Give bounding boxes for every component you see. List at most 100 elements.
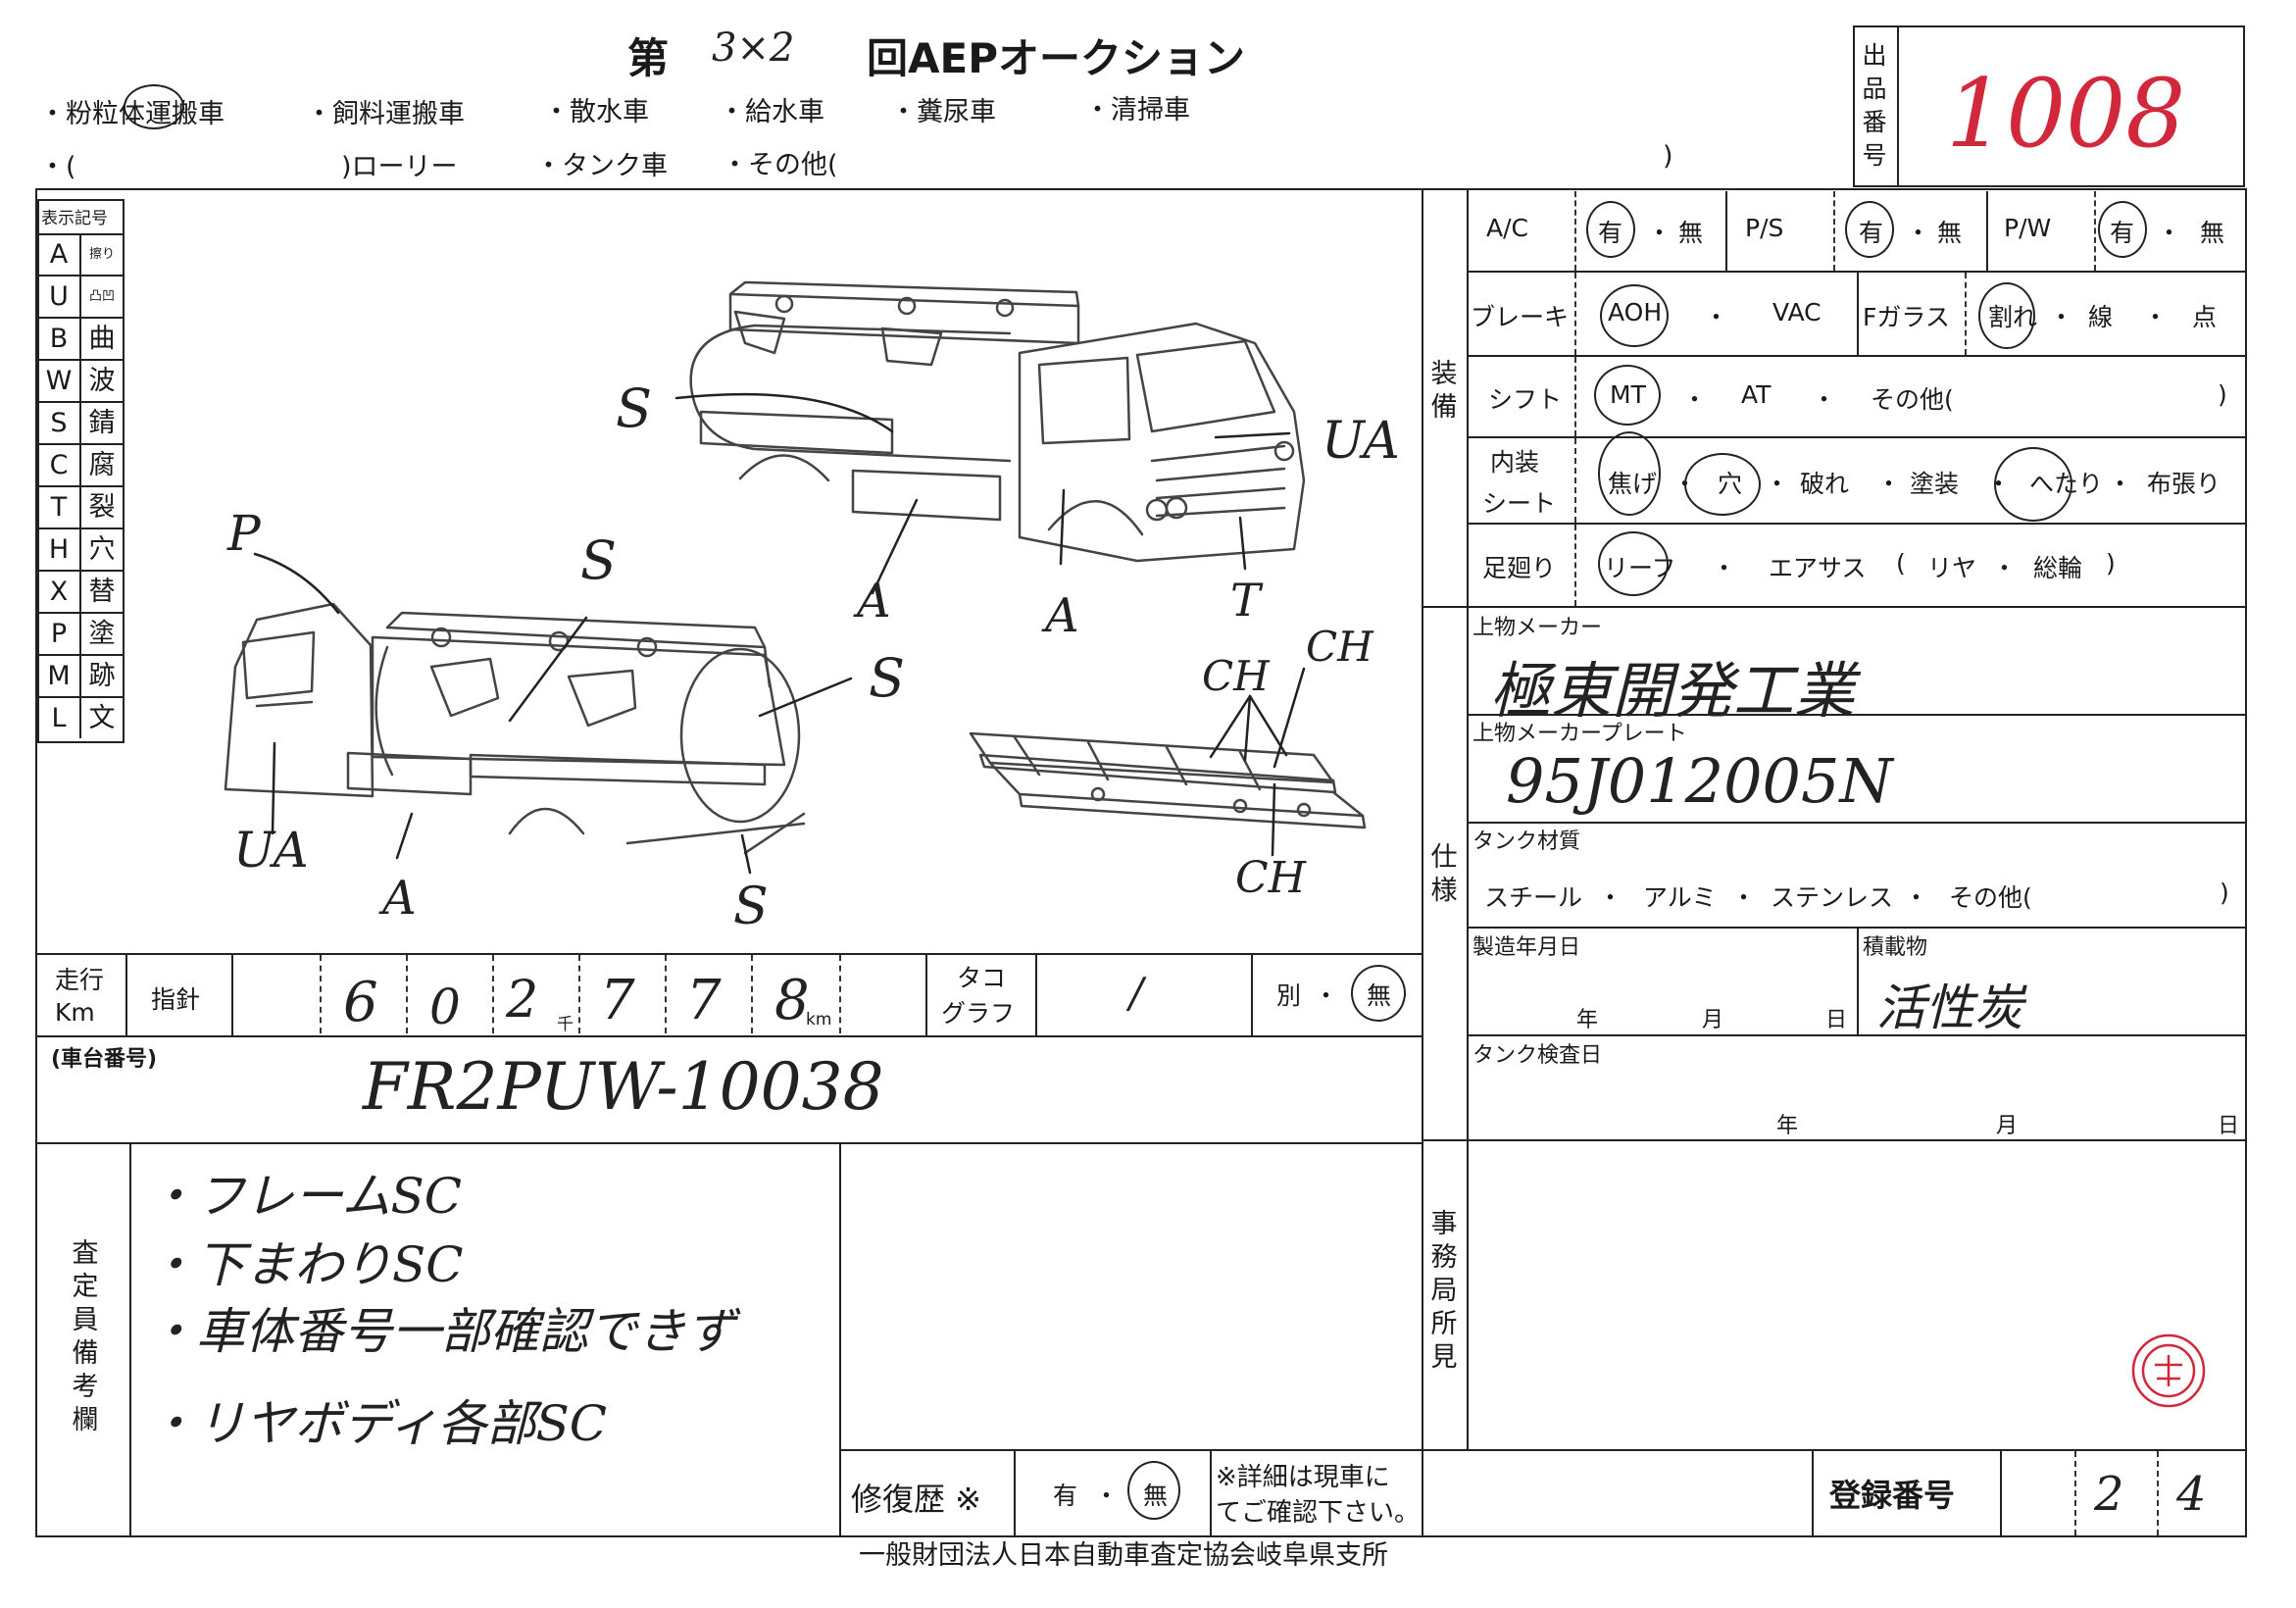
repair-dot: ・	[1094, 1482, 1120, 1510]
interior-cloth[interactable]: 布張り	[2147, 470, 2221, 498]
plate-row-bottom	[1467, 822, 2247, 824]
tank-material-other[interactable]: その他(	[1949, 883, 2032, 912]
pw-no[interactable]: 無	[2200, 219, 2225, 247]
tacho-label-2: グラフ	[941, 999, 1016, 1028]
plate-value: 95J012005N	[1506, 745, 1893, 817]
inspector-section-label: 査定員備考欄	[72, 1238, 99, 1435]
ps-pw-divider	[1986, 191, 1988, 271]
lower-truck-drawing	[224, 602, 806, 855]
legend-code: A	[38, 234, 81, 275]
fglass-crack-circle	[1978, 282, 2035, 349]
legend-code: L	[38, 698, 81, 738]
mark-frame-ch1: CH	[1202, 652, 1270, 700]
interior-hole-circle	[1684, 453, 1761, 516]
interior-tear[interactable]: 破れ	[1800, 470, 1850, 498]
interior-burn-circle	[1598, 431, 1661, 516]
interior-dot2: ・	[1765, 470, 1790, 498]
odometer-digit-5: 7	[686, 969, 722, 1032]
mark-lower-p: P	[227, 505, 261, 562]
legend-label: 塗	[88, 619, 116, 649]
repair-row-top	[839, 1449, 1422, 1451]
fglass-divider	[1965, 273, 1967, 355]
odometer-digit-3: 2	[506, 971, 539, 1030]
pw-yes-circle	[2098, 201, 2147, 258]
auction-title: 回AEPオークション	[867, 34, 1245, 82]
brake-dot: ・	[1704, 303, 1729, 331]
body-type-lorry: )ローリー	[341, 152, 458, 182]
tank-material-aluminum[interactable]: アルミ	[1643, 883, 1717, 912]
damage-leader-lines	[253, 392, 1306, 875]
fglass-line[interactable]: 線	[2088, 303, 2114, 331]
separate-none-circle	[1351, 965, 1406, 1022]
tank-material-label: タンク材質	[1472, 829, 1581, 854]
tank-inspection-label: タンク検査日	[1472, 1043, 1603, 1068]
repair-yes[interactable]: 有	[1053, 1482, 1078, 1510]
tank-material-close: )	[2220, 879, 2229, 907]
tank-material-stainless[interactable]: ステンレス	[1771, 883, 1894, 912]
chassis-row-bottom	[35, 1142, 1422, 1144]
tacho-label: タコ	[957, 964, 1007, 992]
legend-label: 錆	[88, 408, 116, 438]
chassis-label: (車台番号)	[51, 1047, 158, 1072]
maker-label: 上物メーカー	[1472, 616, 1603, 640]
suspension-rear[interactable]: リヤ	[1927, 554, 1977, 582]
ac-label: A/C	[1486, 214, 1528, 242]
mark-lower-ua: UA	[233, 822, 309, 879]
suspension-all[interactable]: 総輪	[2033, 554, 2083, 582]
suspension-air[interactable]: エアサス	[1769, 554, 1867, 582]
registration-digit-divider1	[2074, 1451, 2076, 1535]
truck-diagram	[224, 280, 1367, 875]
registration-digit1: 2	[2094, 1467, 2124, 1522]
inspector-notes-divider	[839, 1142, 841, 1537]
ps-no[interactable]: 無	[1937, 219, 1963, 247]
legend-label: 凸凹	[88, 289, 115, 304]
mark-upper-t: T	[1230, 574, 1261, 627]
ac-no[interactable]: 無	[1678, 219, 1704, 247]
tank-material-steel[interactable]: スチール	[1484, 883, 1583, 912]
equip-row4-bottom	[1467, 523, 2247, 525]
brake-vac[interactable]: VAC	[1772, 298, 1822, 327]
spec-section-label: 仕様	[1430, 842, 1458, 906]
repair-label-divider	[1014, 1449, 1016, 1537]
lot-label-divider	[1897, 25, 1899, 187]
separate-dot: ・	[1314, 981, 1339, 1010]
interior-dot5: ・	[2108, 470, 2133, 498]
legend-code: X	[38, 572, 81, 612]
legend-code: W	[38, 361, 81, 401]
fglass-dot2: ・	[2143, 303, 2169, 331]
inspector-note-2: ・下まわりSC	[147, 1236, 464, 1293]
repair-note-1: ※詳細は現車に	[1216, 1463, 1390, 1492]
separate-label: 別	[1276, 981, 1302, 1010]
mileage-label: 走行	[55, 966, 105, 994]
mileage-label-divider	[125, 953, 127, 1035]
ac-dot: ・	[1647, 219, 1672, 247]
shift-other-close: )	[2218, 380, 2227, 409]
ac-ps-divider	[1725, 191, 1727, 271]
suspension-leaf-circle	[1598, 531, 1669, 596]
registration-digit-divider2	[2157, 1451, 2159, 1535]
suspension-divider	[1574, 525, 1576, 606]
legend-label: 文	[88, 703, 116, 733]
tank-inspection-year: 年	[1776, 1114, 1799, 1138]
legend-code: T	[38, 487, 81, 528]
legend-label: 曲	[88, 324, 116, 354]
shift-other[interactable]: その他(	[1871, 385, 1954, 414]
legend-code: S	[38, 403, 81, 443]
registration-left-divider	[1812, 1449, 1814, 1537]
shift-divider	[1574, 357, 1576, 436]
body-type-cleaning: ・清掃車	[1084, 95, 1190, 126]
tacho-left-divider	[925, 953, 927, 1035]
fglass-point[interactable]: 点	[2192, 303, 2218, 331]
mark-frame-ch3: CH	[1235, 853, 1307, 903]
mfg-date-label: 製造年月日	[1472, 935, 1581, 960]
body-type-tank: ・タンク車	[535, 151, 668, 181]
interior-paint[interactable]: 塗装	[1910, 470, 1960, 498]
shift-at[interactable]: AT	[1741, 380, 1772, 409]
legend-label: 跡	[88, 661, 116, 691]
digit-divider-6	[839, 955, 841, 1033]
mileage-row-bottom	[35, 1035, 1422, 1037]
digit-divider-4	[665, 955, 667, 1033]
